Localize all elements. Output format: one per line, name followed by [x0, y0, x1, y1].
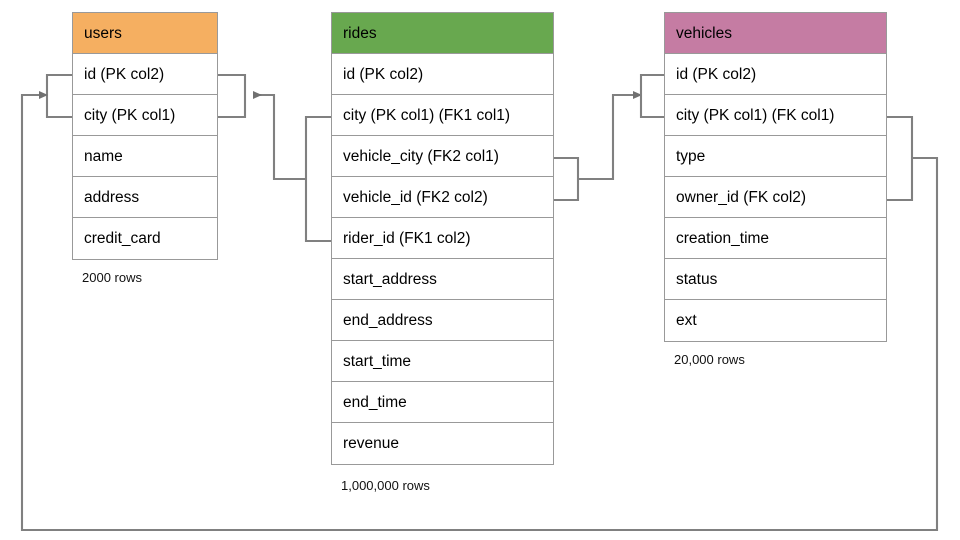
entity-vehicles-title: vehicles — [665, 13, 886, 54]
entity-rides[interactable]: rides id (PK col2) city (PK col1) (FK1 c… — [331, 12, 554, 465]
edge-rides-to-users — [253, 91, 306, 181]
entity-vehicles-field-creation-time[interactable]: creation_time — [665, 218, 886, 259]
entity-rides-field-end-address[interactable]: end_address — [332, 300, 553, 341]
entity-users-field-address[interactable]: address — [73, 177, 217, 218]
entity-users[interactable]: users id (PK col2) city (PK col1) name a… — [72, 12, 218, 260]
entity-vehicles[interactable]: vehicles id (PK col2) city (PK col1) (FK… — [664, 12, 887, 342]
entity-rides-field-vehicle-id[interactable]: vehicle_id (FK2 col2) — [332, 177, 553, 218]
edge-users-left-bracket — [45, 73, 72, 119]
entity-vehicles-field-owner-id[interactable]: owner_id (FK col2) — [665, 177, 886, 218]
entity-vehicles-field-ext[interactable]: ext — [676, 312, 697, 329]
entity-rides-field-rider-id[interactable]: rider_id (FK1 col2) — [332, 218, 553, 259]
entity-users-field-name[interactable]: name — [73, 136, 217, 177]
entity-rides-field-revenue[interactable]: revenue — [343, 435, 400, 452]
entity-vehicles-field-type[interactable]: type — [665, 136, 886, 177]
entity-rides-field-vehicle-city[interactable]: vehicle_city (FK2 col1) — [332, 136, 553, 177]
entity-users-title: users — [73, 13, 217, 54]
entity-rides-field-start-address[interactable]: start_address — [332, 259, 553, 300]
entity-rides-field-city[interactable]: city (PK col1) (FK1 col1) — [332, 95, 553, 136]
edge-vehicles-right-bracket — [887, 115, 914, 202]
entity-vehicles-row-count: 20,000 rows — [674, 352, 745, 367]
entity-users-field-city[interactable]: city (PK col1) — [73, 95, 217, 136]
edge-rides-left-bracket — [304, 115, 331, 243]
edge-vehicles-left-bracket — [639, 73, 664, 119]
edge-rides-to-vehicles — [578, 91, 642, 181]
entity-rides-field-id[interactable]: id (PK col2) — [332, 54, 553, 95]
entity-users-field-credit-card[interactable]: credit_card — [84, 230, 161, 247]
entity-vehicles-field-status[interactable]: status — [665, 259, 886, 300]
entity-rides-field-end-time[interactable]: end_time — [332, 382, 553, 423]
edge-rides-right-bracket — [554, 156, 580, 202]
entity-users-row-count: 2000 rows — [82, 270, 142, 285]
edge-users-right-bracket — [218, 73, 247, 119]
entity-vehicles-field-city[interactable]: city (PK col1) (FK col1) — [665, 95, 886, 136]
entity-users-field-id[interactable]: id (PK col2) — [73, 54, 217, 95]
entity-rides-field-start-time[interactable]: start_time — [332, 341, 553, 382]
entity-vehicles-field-id[interactable]: id (PK col2) — [665, 54, 886, 95]
entity-rides-row-count: 1,000,000 rows — [341, 478, 430, 493]
entity-rides-title: rides — [332, 13, 553, 54]
